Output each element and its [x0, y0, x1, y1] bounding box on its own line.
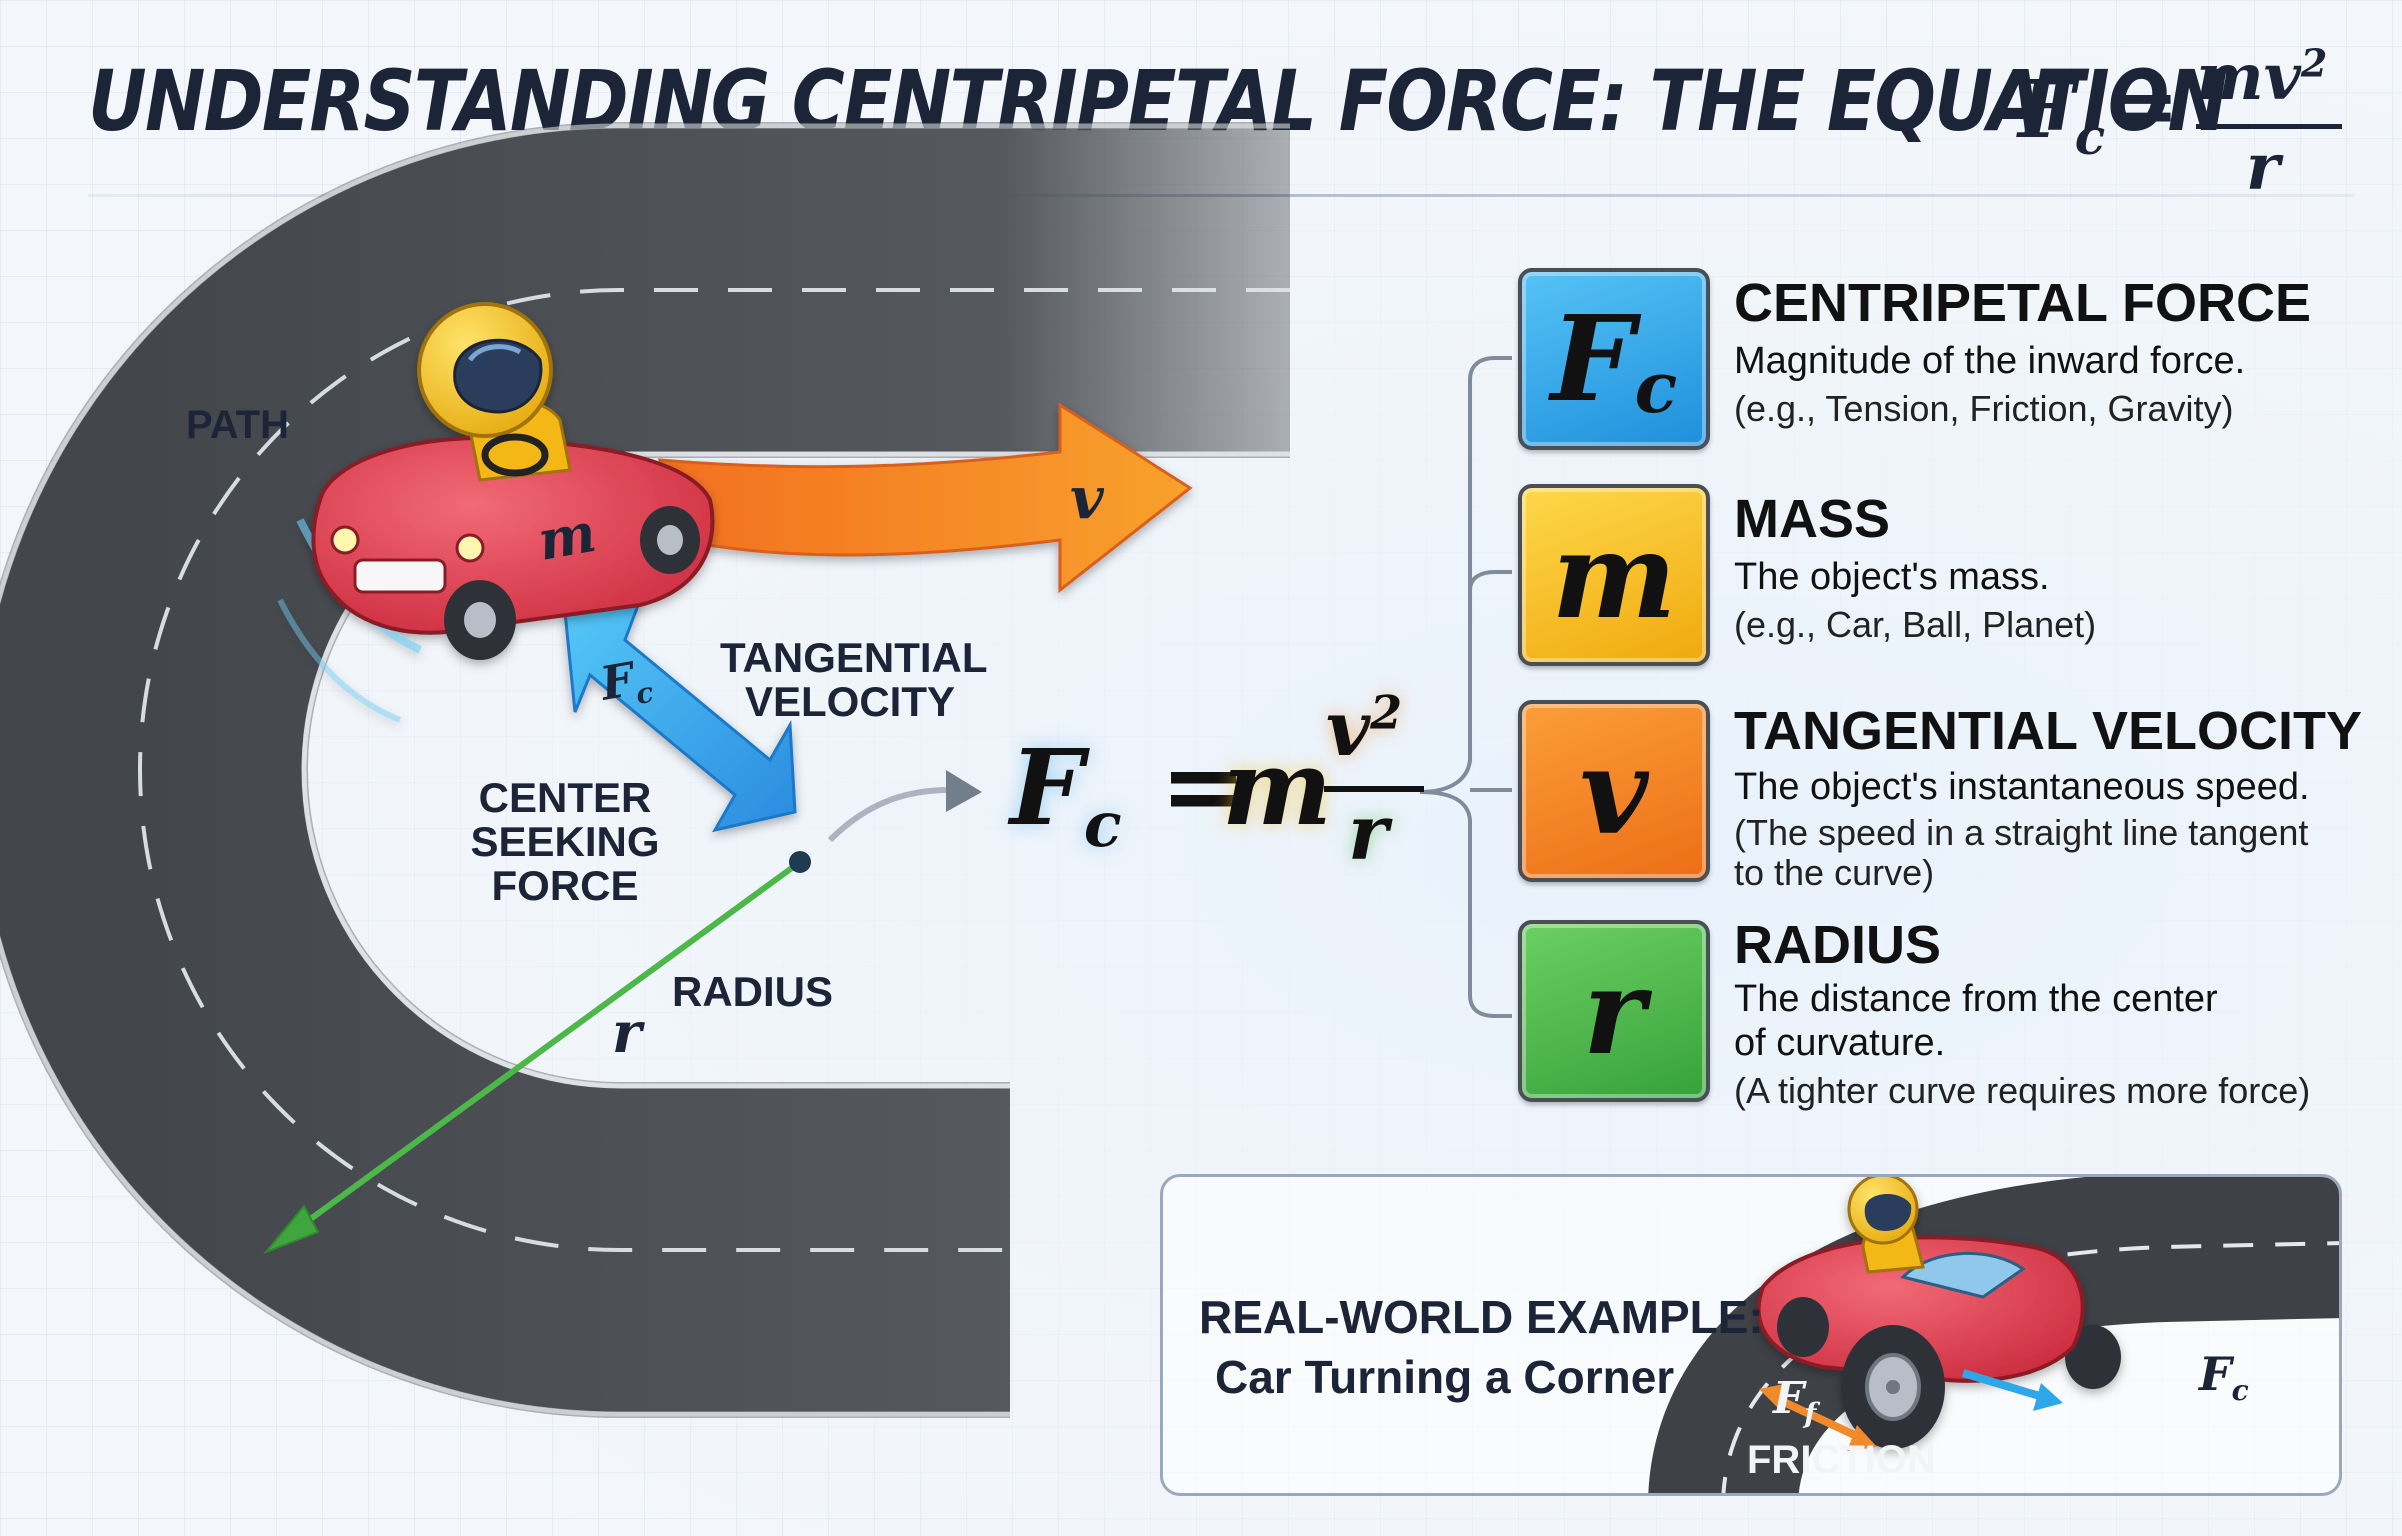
- def-radius-line2: of curvature.: [1734, 1022, 1946, 1064]
- center-eq-numerator: v2: [1326, 684, 1403, 773]
- def-mass-line1: The object's mass.: [1734, 556, 2050, 598]
- center-eq-fraction-bar: [1324, 786, 1424, 792]
- connector-arrow: [827, 770, 982, 843]
- example-fc-symbol: Fc: [2199, 1347, 2249, 1408]
- example-subheading: Car Turning a Corner: [1215, 1351, 1675, 1403]
- def-radius-line1: The distance from the center: [1734, 978, 2218, 1020]
- path-label: PATH: [186, 403, 289, 447]
- card-centripetal-force-symbol: Fc: [1550, 289, 1678, 429]
- card-radius: r: [1518, 920, 1710, 1102]
- radius-symbol: r: [612, 1000, 645, 1066]
- def-radius-title: RADIUS: [1734, 915, 1942, 975]
- road: [0, 121, 1290, 1418]
- friction-arrow: [1759, 1383, 1877, 1451]
- card-tangential-velocity: v: [1518, 700, 1710, 882]
- example-heading: REAL-WORLD EXAMPLE:: [1199, 1291, 1764, 1343]
- center-eq-denominator: r: [1348, 788, 1389, 877]
- car-mass-symbol: m: [533, 500, 600, 573]
- center-eq-equals: =: [1160, 724, 1248, 847]
- velocity-arrow-symbol: v: [1070, 464, 1105, 532]
- center-seeking-force-arrow: [563, 598, 797, 833]
- card-mass: m: [1518, 484, 1710, 666]
- def-tangential-velocity-line1: The object's instantaneous speed.: [1734, 766, 2310, 808]
- definition-bracket: [1419, 356, 1512, 1018]
- velocity-arrow: [658, 402, 1193, 594]
- radius-arrow: [262, 851, 811, 1255]
- card-tangential-velocity-symbol: v: [1579, 721, 1649, 861]
- def-mass-title: MASS: [1734, 489, 1891, 549]
- title-eq-lhs: Fc: [2018, 62, 2106, 166]
- example-fc-arrow: [1961, 1369, 2063, 1411]
- center-eq-lhs: Fc: [1010, 726, 1122, 861]
- car-illustration: [277, 302, 715, 723]
- def-tangential-velocity-title: TANGENTIAL VELOCITY: [1734, 701, 2363, 761]
- card-radius-symbol: r: [1582, 941, 1646, 1081]
- title-eq-equals: =: [2112, 58, 2180, 152]
- def-radius-line3: (A tighter curve requires more force): [1734, 1070, 2311, 1111]
- example-car: [1756, 1177, 2121, 1449]
- center-seeking-force-label: CENTER SEEKING FORCE: [470, 774, 660, 910]
- def-centripetal-force-line2: (e.g., Tension, Friction, Gravity): [1734, 388, 2234, 429]
- def-centripetal-force-title: CENTRIPETAL FORCE: [1734, 273, 2312, 333]
- title-eq-fraction-bar: [2196, 124, 2342, 129]
- center-eq-mass: m: [1222, 726, 1333, 849]
- title-eq-denominator: r: [2246, 130, 2280, 205]
- card-centripetal-force: Fc: [1518, 268, 1710, 450]
- friction-label: FRICTION: [1747, 1438, 1936, 1482]
- def-mass-line2: (e.g., Car, Ball, Planet): [1734, 604, 2097, 645]
- friction-symbol: Ff: [1773, 1373, 1817, 1430]
- def-tangential-velocity-line3: to the curve): [1734, 852, 1935, 893]
- tangential-velocity-label: TANGENTIAL VELOCITY: [720, 634, 988, 726]
- real-world-example-panel: REAL-WORLD EXAMPLE: Car Turning a Corner…: [1160, 1174, 2342, 1496]
- def-centripetal-force-line1: Magnitude of the inward force.: [1734, 340, 2246, 382]
- def-tangential-velocity-line2: (The speed in a straight line tangent: [1734, 812, 2309, 853]
- radius-label: RADIUS: [672, 968, 834, 1015]
- card-mass-symbol: m: [1551, 505, 1677, 645]
- title-eq-numerator: mv2: [2196, 40, 2328, 115]
- example-scene: [1648, 1177, 2339, 1493]
